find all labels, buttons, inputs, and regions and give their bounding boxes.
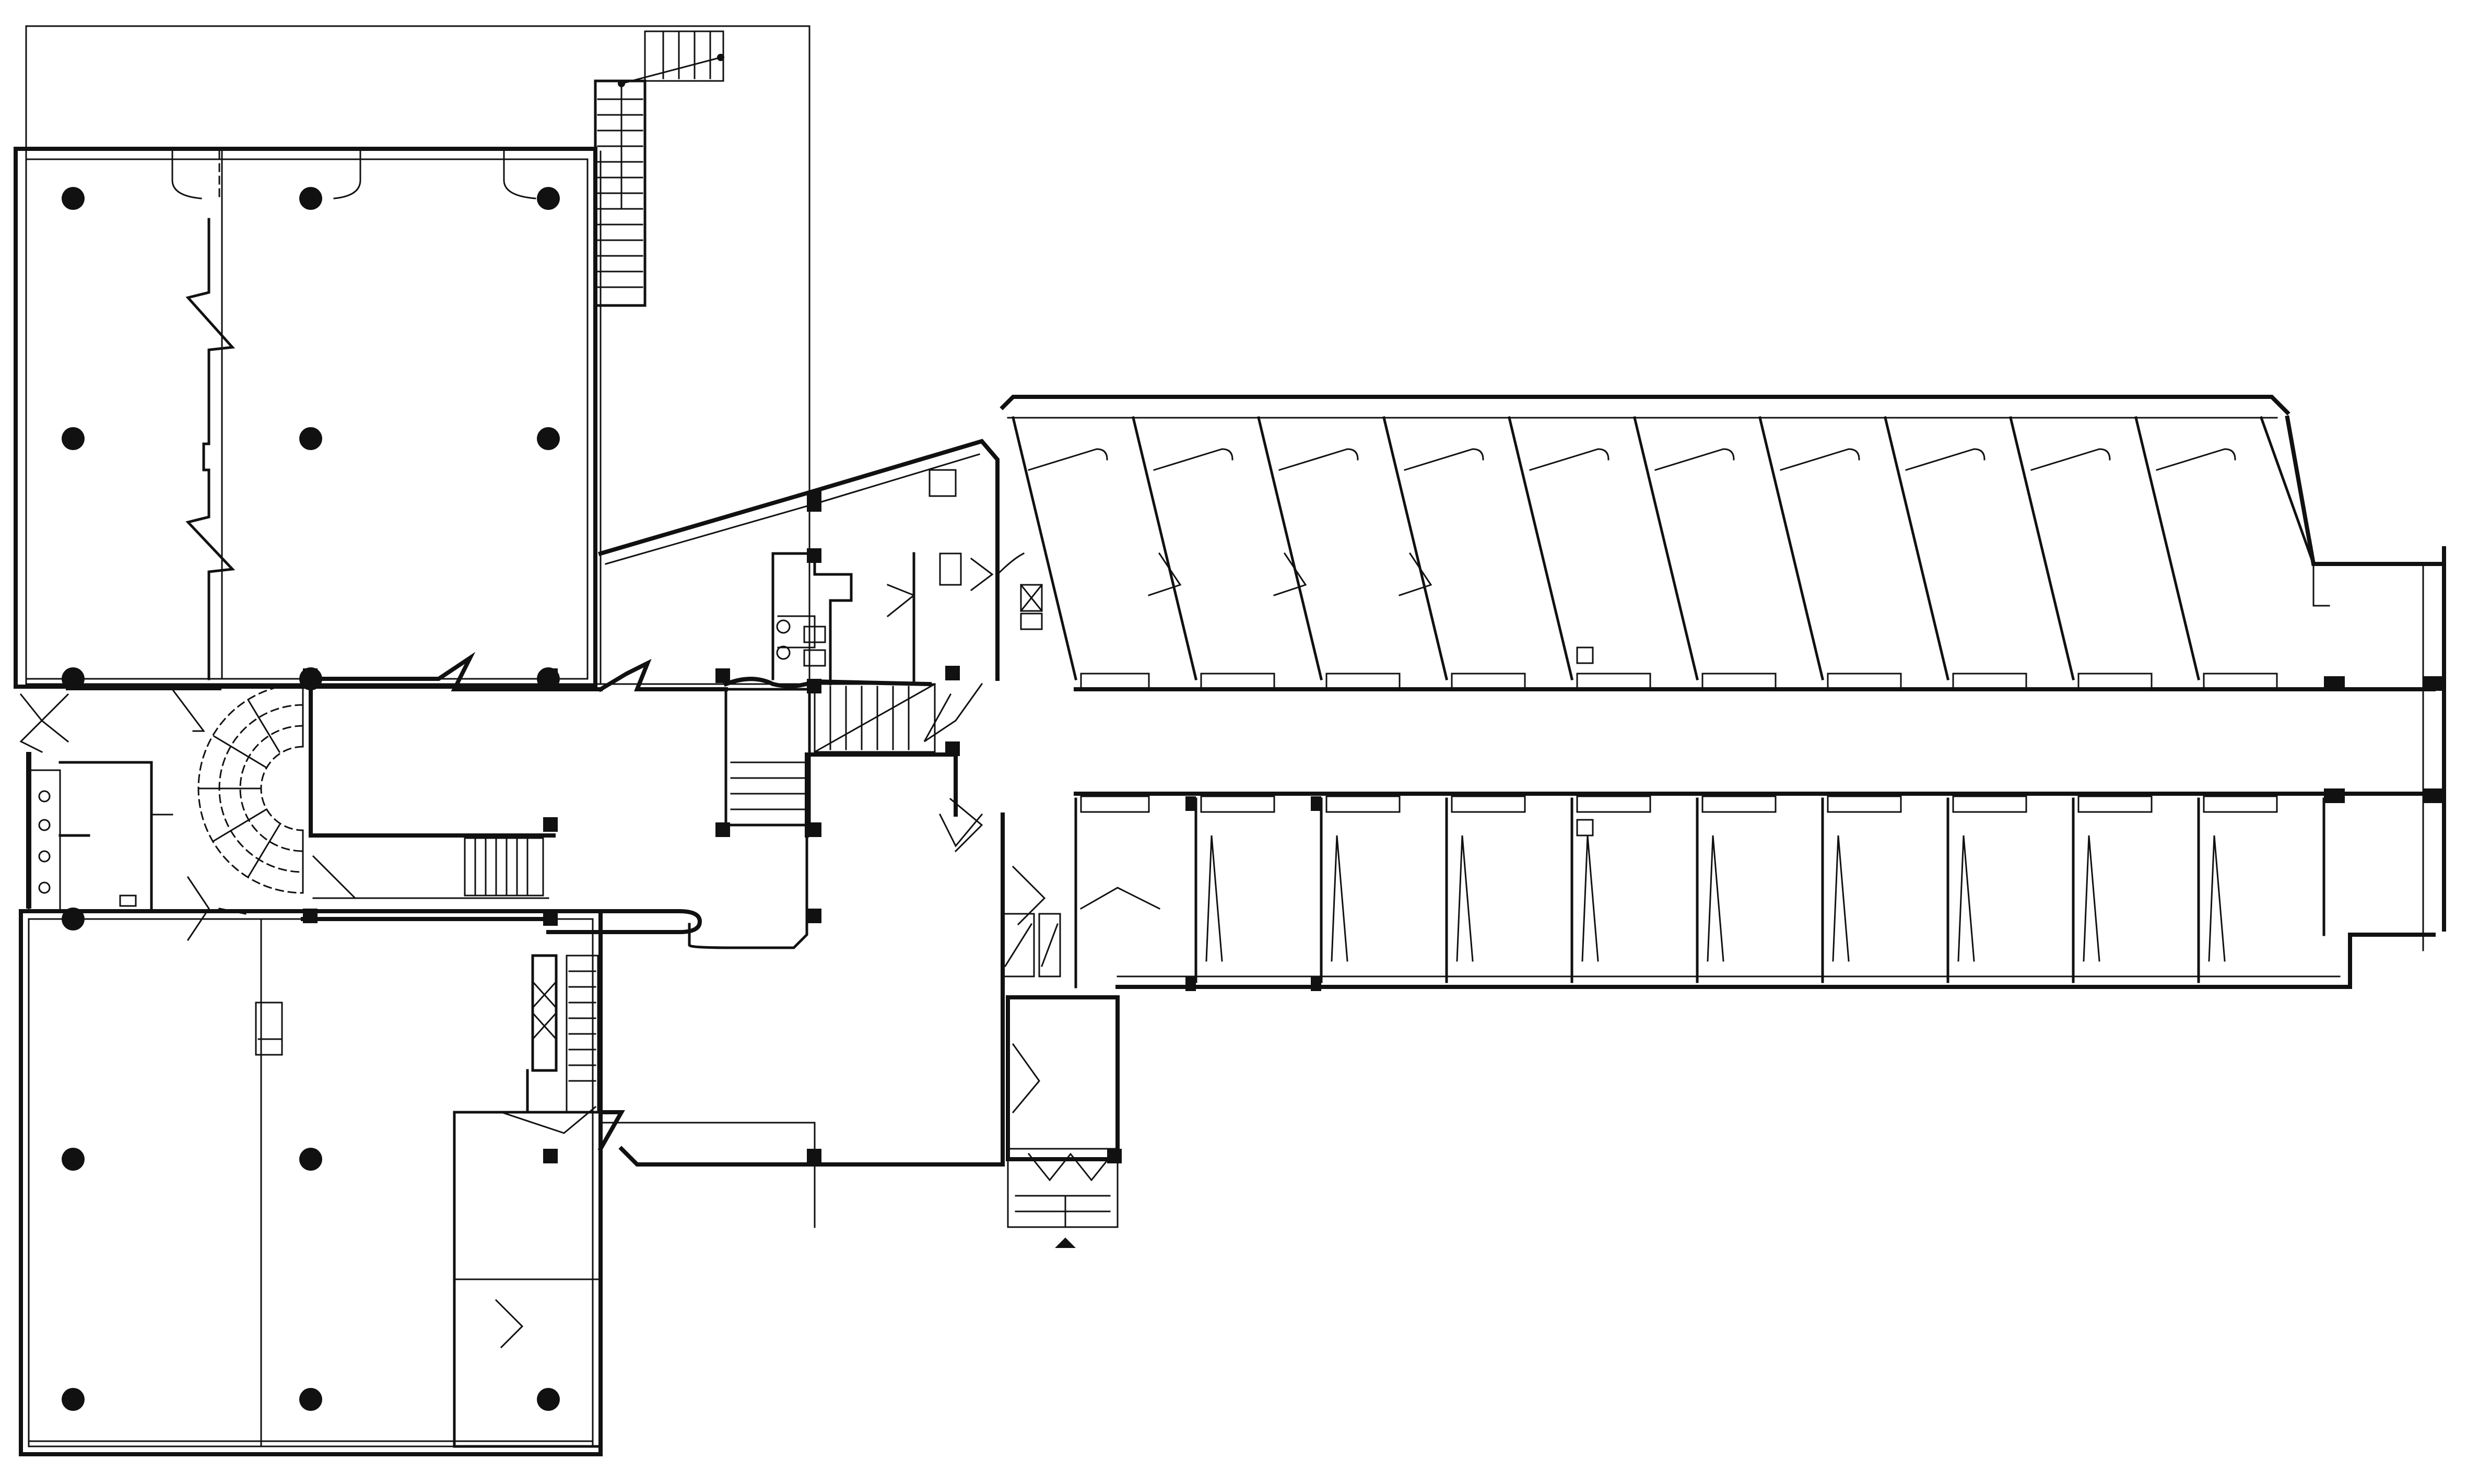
east-wing-south-rooms [1074,795,2436,989]
south-hall-columns [62,908,560,1411]
spiral-stair [171,683,357,900]
north-exterior-stair [594,30,724,307]
south-entrance [1002,913,1120,1248]
structural-piers [303,491,2444,1163]
slanted-link-block [598,439,1043,686]
south-west-hall [19,909,623,1456]
central-corridor [66,652,983,949]
east-wing-corridor [1074,546,2446,951]
east-wing-north-rooms [1000,395,2446,690]
central-hall [597,797,1046,1228]
west-entry [19,693,246,941]
north-west-hall [14,25,810,689]
north-hall-columns [62,187,560,690]
entrance-arrow-icon [1055,1238,1076,1248]
